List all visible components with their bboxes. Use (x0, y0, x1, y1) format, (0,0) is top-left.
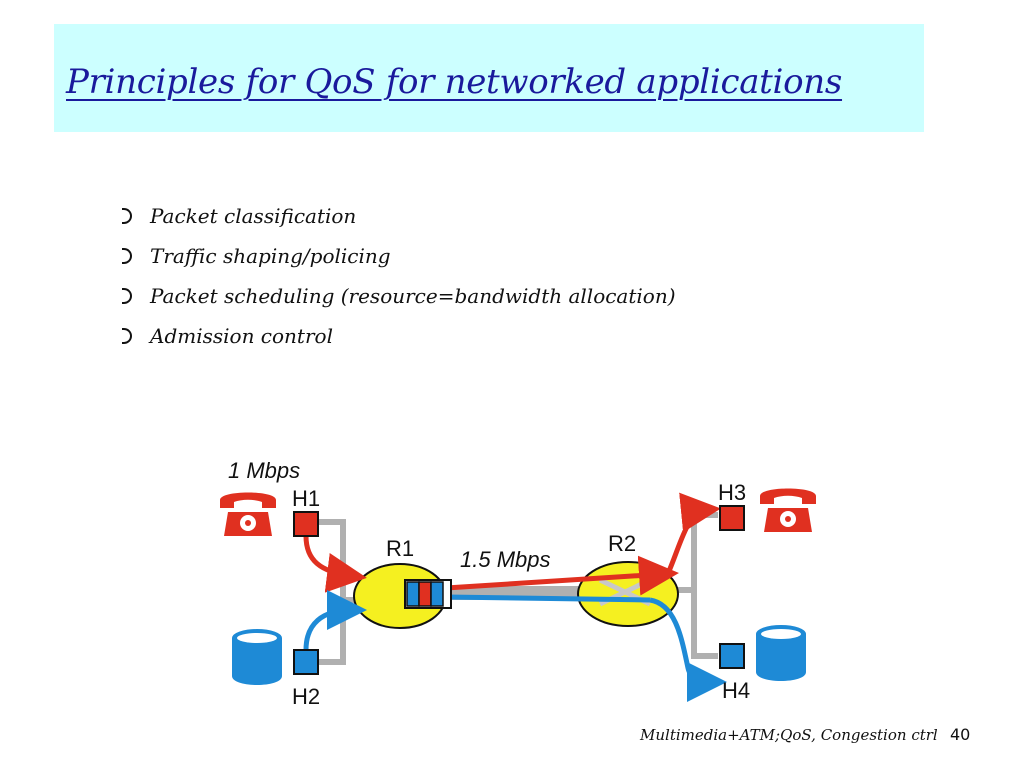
bullet-text: Packet scheduling (resource=bandwidth al… (150, 284, 676, 308)
phone-flow-link (445, 555, 679, 596)
bullet-list: Packet classification Traffic shaping/po… (122, 196, 676, 356)
phone-flow-in (303, 535, 367, 593)
data-flow-link (445, 594, 651, 603)
phone-flow-out (663, 492, 721, 580)
bullet-item: Admission control (122, 316, 676, 356)
footer-text: Multimedia+ATM;QoS, Congestion ctrl (640, 726, 938, 744)
bullet-icon (122, 288, 132, 304)
data-flow-out (649, 597, 727, 702)
host-h4 (719, 643, 745, 669)
host-label-h2: H2 (292, 684, 320, 709)
bullet-icon (122, 208, 132, 224)
host-h2 (293, 649, 319, 675)
host-h1 (293, 511, 319, 537)
database-icon (756, 625, 806, 681)
bullet-item: Packet classification (122, 196, 676, 236)
router-label-r1: R1 (386, 536, 414, 561)
bullet-icon (122, 248, 132, 264)
bullet-text: Admission control (150, 324, 333, 348)
bullet-item: Traffic shaping/policing (122, 236, 676, 276)
bullet-item: Packet scheduling (resource=bandwidth al… (122, 276, 676, 316)
host-label-h1: H1 (292, 486, 320, 511)
host-h3 (719, 505, 745, 531)
page-number: 40 (950, 725, 971, 744)
title-band (54, 24, 924, 132)
database-icon (232, 629, 282, 685)
slide-title: Principles for QoS for networked applica… (66, 62, 843, 102)
host-label-h3: H3 (718, 480, 746, 505)
bullet-text: Traffic shaping/policing (150, 244, 391, 268)
bullet-text: Packet classification (150, 204, 357, 228)
host-label-h4: H4 (722, 678, 750, 703)
bullet-icon (122, 328, 132, 344)
r1-output-queue (404, 579, 452, 609)
data-flow-in (303, 590, 367, 651)
link-rate-label: 1.5 Mbps (460, 547, 551, 572)
router-label-r2: R2 (608, 531, 636, 556)
telephone-icon (760, 488, 816, 532)
rate-label-h1: 1 Mbps (228, 458, 300, 483)
telephone-icon (220, 492, 276, 536)
